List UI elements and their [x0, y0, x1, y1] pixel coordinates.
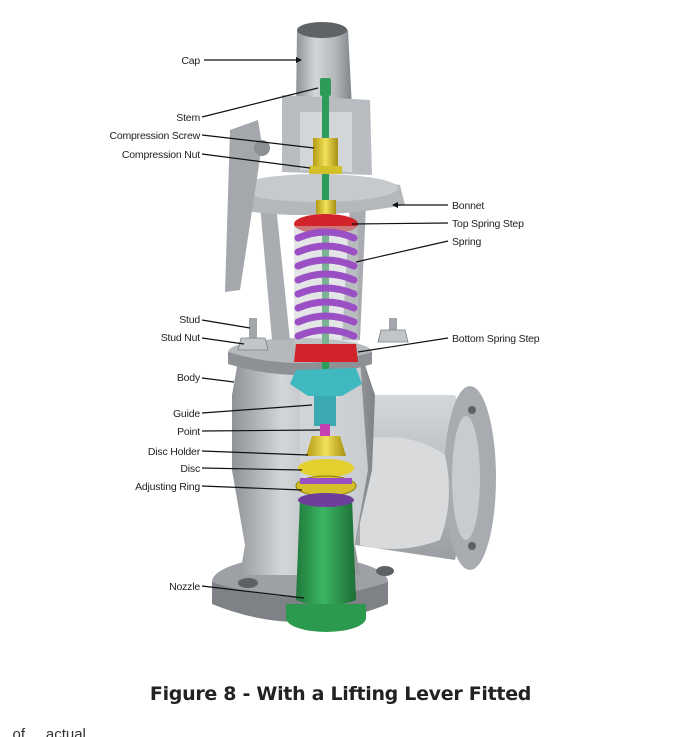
lifting-lever — [225, 120, 262, 292]
bonnet-arm-left — [260, 205, 290, 340]
stem-tip — [320, 78, 331, 96]
label-disc: Disc — [180, 463, 200, 475]
leader-lines — [201, 57, 449, 599]
label-compression-screw: Compression Screw — [109, 130, 200, 142]
label-nozzle: Nozzle — [169, 581, 200, 593]
label-compression-nut: Compression Nut — [122, 149, 200, 161]
stud-right — [389, 318, 397, 340]
label-body: Body — [177, 372, 201, 384]
labels-left: Cap Stem Compression Screw Compression N… — [109, 55, 201, 593]
disc-purple-band — [300, 478, 352, 484]
labels-right: Bonnet Top Spring Step Spring Bottom Spr… — [452, 200, 540, 345]
nozzle-ring — [298, 493, 354, 507]
lever-pivot — [254, 140, 270, 156]
clipped-body-text: ...of ... actual ... ... ... ... ... — [0, 727, 681, 737]
outlet-cut-face — [360, 437, 449, 549]
outlet-flange-bore — [452, 416, 480, 540]
label-stem: Stem — [176, 112, 200, 124]
point-part — [320, 424, 330, 438]
label-stud-nut: Stud Nut — [161, 332, 201, 344]
guide-part — [290, 368, 362, 396]
cap-opening — [297, 22, 347, 38]
base-bolt-hole-right — [376, 566, 394, 576]
bottom-spring-step-part — [294, 344, 358, 362]
outlet-bolt-bottom — [468, 542, 476, 550]
guide-stem — [314, 396, 336, 426]
spring-coils — [294, 228, 358, 340]
compression-nut-part — [309, 166, 342, 174]
valve-illustration — [212, 22, 496, 632]
label-stud: Stud — [179, 314, 200, 326]
label-point: Point — [177, 426, 200, 438]
label-cap: Cap — [181, 55, 200, 67]
nozzle-base-side — [286, 604, 366, 618]
stud-left — [249, 318, 257, 348]
label-adjusting-ring: Adjusting Ring — [135, 481, 200, 493]
disc-holder-part — [306, 436, 346, 456]
label-bottom-spring-step: Bottom Spring Step — [452, 333, 540, 345]
cap-body — [296, 24, 352, 108]
nozzle-part — [296, 498, 356, 606]
compression-screw-part — [313, 138, 338, 168]
stud-nut-right — [377, 329, 409, 343]
label-spring: Spring — [452, 236, 482, 248]
stud-nut-left — [237, 337, 269, 351]
bonnet-plate-top — [238, 174, 398, 202]
label-bonnet: Bonnet — [452, 200, 484, 212]
disc-part — [298, 459, 354, 477]
label-disc-holder: Disc Holder — [148, 446, 201, 458]
valve-diagram: Cap Stem Compression Screw Compression N… — [109, 22, 540, 632]
outlet-bolt-top — [468, 406, 476, 414]
clipped-text-line: ...of ... actual ... ... ... ... ... — [0, 727, 170, 737]
label-top-spring-step: Top Spring Step — [452, 218, 524, 230]
top-brass-stub — [316, 200, 336, 214]
base-bolt-hole-left — [238, 578, 258, 588]
label-guide: Guide — [173, 408, 200, 420]
figure-caption: Figure 8 - With a Lifting Lever Fitted — [149, 683, 532, 705]
